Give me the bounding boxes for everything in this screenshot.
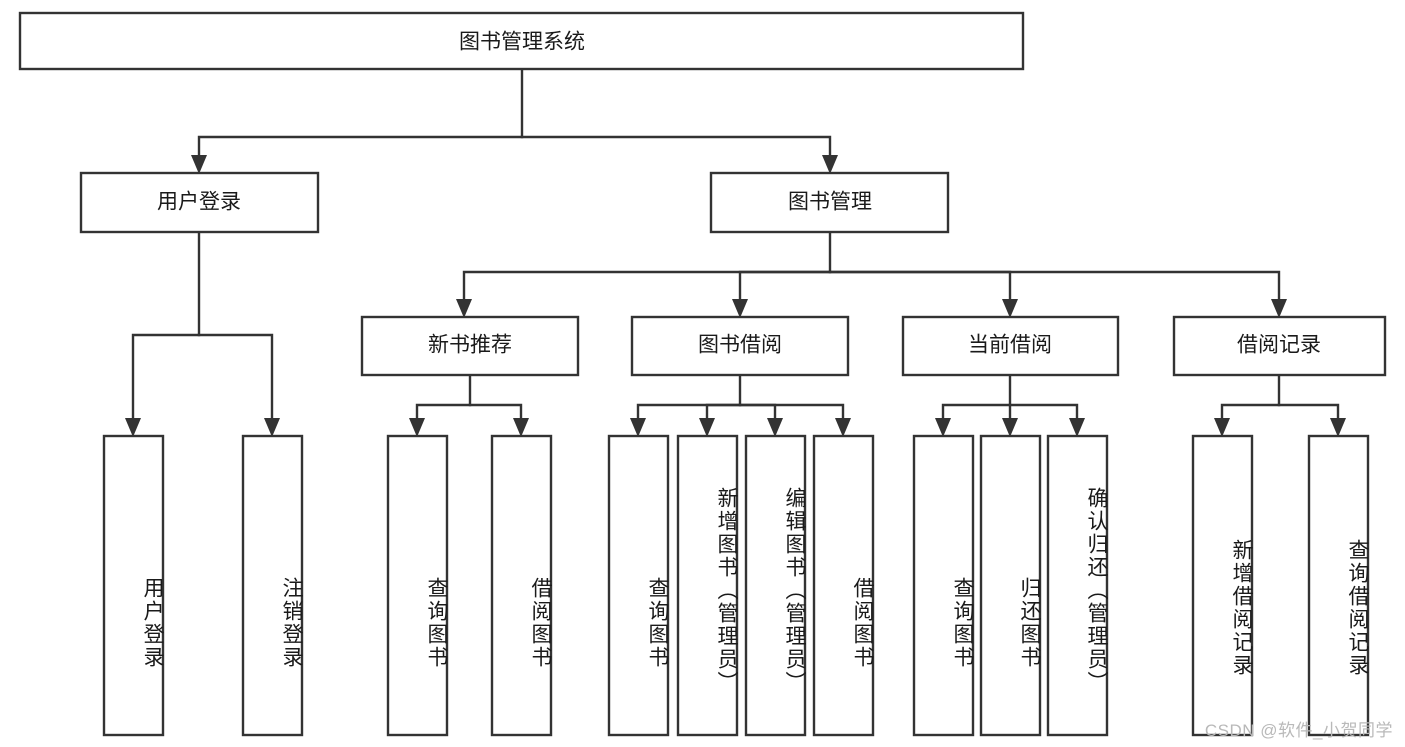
node-book-manage-box[interactable]	[709, 171, 950, 234]
node-borrow-record-label: 借阅记录	[1237, 334, 1321, 357]
arrowhead-leaf-confirm-return	[1069, 418, 1085, 437]
edge-record-to-query-record	[1277, 403, 1340, 422]
node-leaf-query-record-box[interactable]	[1307, 434, 1370, 737]
node-current-borrow-box[interactable]	[901, 315, 1120, 377]
node-new-book-recommend[interactable]: 新书推荐	[360, 315, 580, 377]
node-leaf-query-book-3-box[interactable]	[912, 434, 975, 737]
node-user-login-label: 用户登录	[157, 191, 241, 214]
arrowhead-borrow-record	[1271, 299, 1287, 318]
node-book-borrow[interactable]: 图书借阅	[630, 315, 850, 377]
edge-borrow-to-query-book	[636, 373, 742, 422]
arrowhead-leaf-user-login	[125, 418, 141, 437]
arrowhead-leaf-user-logout	[264, 418, 280, 437]
edge-book-manage-to-current-borrow	[828, 270, 1012, 303]
arrowhead-leaf-borrow-book-2	[835, 418, 851, 437]
edge-root-to-book-manage	[520, 135, 832, 159]
edge-recommend-to-query-book	[415, 373, 472, 422]
edge-book-manage-to-book-borrow	[738, 270, 832, 303]
edge-group-borrow-record	[1220, 373, 1340, 422]
edge-group-new-book-recommend	[415, 373, 523, 422]
node-leaf-borrow-book-2-box[interactable]	[812, 434, 875, 737]
csdn-watermark: CSDN @软件_小贺同学	[1204, 721, 1393, 740]
edge-user-login-to-leaf-user-logout	[197, 333, 274, 422]
edge-group-book-borrow	[636, 373, 845, 422]
edge-group-root	[197, 68, 832, 159]
node-user-login-box[interactable]	[79, 171, 320, 234]
edge-root-to-user-login	[197, 68, 524, 159]
node-book-borrow-box[interactable]	[630, 315, 850, 377]
arrowhead-leaf-edit-book	[767, 418, 783, 437]
node-borrow-record-box[interactable]	[1172, 315, 1387, 377]
arrowhead-leaf-query-book-2	[630, 418, 646, 437]
edge-group-current-borrow	[941, 373, 1079, 422]
arrowhead-book-borrow	[732, 299, 748, 318]
node-leaf-edit-book-box[interactable]	[744, 434, 807, 737]
node-current-borrow[interactable]: 当前借阅	[901, 315, 1120, 377]
node-leaf-return-book-box[interactable]	[979, 434, 1042, 737]
node-root-box[interactable]	[18, 11, 1025, 71]
edge-current-to-confirm-return	[1008, 403, 1079, 422]
edge-current-to-query-book	[941, 373, 1012, 422]
node-leaf-add-record-box[interactable]	[1191, 434, 1254, 737]
node-user-login[interactable]: 用户登录	[79, 171, 320, 234]
edge-book-manage-to-borrow-record	[828, 270, 1281, 303]
edge-group-user-login	[131, 230, 274, 422]
edge-borrow-to-borrow-book	[738, 403, 845, 422]
node-book-borrow-label: 图书借阅	[698, 334, 782, 357]
node-current-borrow-label: 当前借阅	[968, 334, 1052, 357]
node-book-manage-label: 图书管理	[788, 191, 872, 214]
leaf-boxes	[102, 434, 1370, 737]
node-leaf-query-book-1-box[interactable]	[386, 434, 449, 737]
arrowhead-leaf-return-book	[1002, 418, 1018, 437]
node-leaf-borrow-book-1-box[interactable]	[490, 434, 553, 737]
node-leaf-user-login-box[interactable]	[102, 434, 165, 737]
node-root-label: 图书管理系统	[459, 31, 585, 54]
node-leaf-add-book-box[interactable]	[676, 434, 739, 737]
node-borrow-record[interactable]: 借阅记录	[1172, 315, 1387, 377]
arrowhead-new-book-recommend	[456, 299, 472, 318]
arrowheads	[125, 155, 1346, 437]
node-leaf-query-book-2-box[interactable]	[607, 434, 670, 737]
node-new-book-recommend-label: 新书推荐	[428, 334, 512, 357]
arrowhead-leaf-add-record	[1214, 418, 1230, 437]
arrowhead-leaf-query-book-1	[409, 418, 425, 437]
arrowhead-leaf-borrow-book-1	[513, 418, 529, 437]
edge-record-to-add-record	[1220, 373, 1281, 422]
arrowhead-leaf-add-book	[699, 418, 715, 437]
edge-user-login-to-leaf-user-login	[131, 230, 201, 422]
edge-borrow-to-add-book	[705, 403, 742, 422]
edge-book-manage-to-new-book-recommend	[462, 230, 832, 303]
edge-recommend-to-borrow-book	[468, 403, 523, 422]
node-leaf-confirm-return-box[interactable]	[1046, 434, 1109, 737]
node-leaf-user-logout-box[interactable]	[241, 434, 304, 737]
node-new-book-recommend-box[interactable]	[360, 315, 580, 377]
edge-group-book-manage	[462, 230, 1281, 303]
arrowhead-current-borrow	[1002, 299, 1018, 318]
arrowhead-leaf-query-book-3	[935, 418, 951, 437]
arrowhead-leaf-query-record	[1330, 418, 1346, 437]
node-root[interactable]: 图书管理系统	[18, 11, 1025, 71]
arrowhead-book-manage	[822, 155, 838, 174]
edge-borrow-to-edit-book	[738, 403, 777, 422]
arrowhead-user-login	[191, 155, 207, 174]
node-book-manage[interactable]: 图书管理	[709, 171, 950, 234]
